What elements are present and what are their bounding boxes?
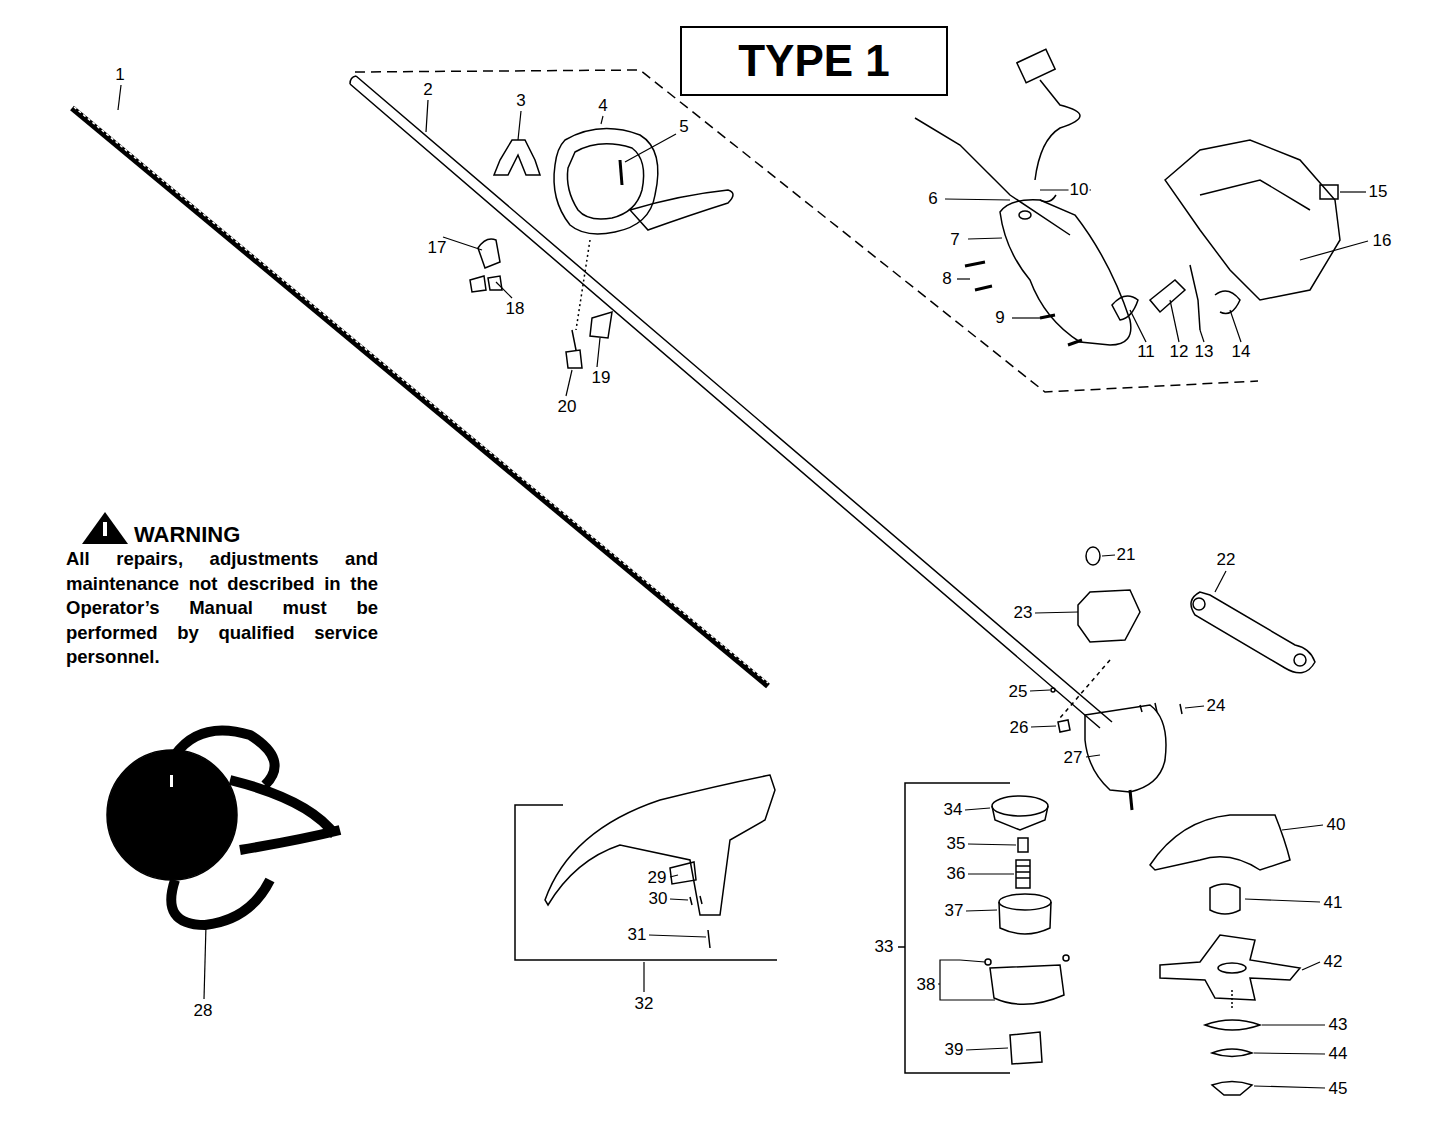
nut <box>566 330 582 368</box>
callout-number: 35 <box>946 835 967 853</box>
washer <box>1212 1049 1252 1057</box>
callout-number: 31 <box>627 926 648 944</box>
title-box: TYPE 1 <box>680 26 948 96</box>
gear-head <box>1085 705 1166 792</box>
drive-disc <box>1210 884 1240 914</box>
callout-number: 7 <box>949 231 960 249</box>
eyelet <box>1018 838 1028 852</box>
trigger-parts <box>1112 265 1240 330</box>
callout-number: 22 <box>1216 551 1237 569</box>
group-bracket <box>905 783 1010 1073</box>
nut <box>1212 1082 1252 1096</box>
callout-number: 8 <box>941 270 952 288</box>
callout-number: 19 <box>591 369 612 387</box>
callout-number: 11 <box>1136 343 1156 361</box>
callout-number: 4 <box>597 97 608 115</box>
warning-icon <box>82 512 128 544</box>
callout-number: 27 <box>1063 749 1084 767</box>
clip <box>494 140 540 175</box>
callout-number: 10 <box>1069 181 1090 199</box>
callout-number: 34 <box>943 801 964 819</box>
callout-number: 29 <box>647 869 668 887</box>
callout-number: 45 <box>1328 1080 1349 1098</box>
callout-number: 6 <box>927 190 938 208</box>
callout-number: 36 <box>946 865 967 883</box>
callout-number: 37 <box>944 902 965 920</box>
callout-number: 42 <box>1323 953 1344 971</box>
throttle-cable <box>915 118 1070 235</box>
ring <box>1086 547 1100 565</box>
callout-number: 25 <box>1008 683 1029 701</box>
handle-grip <box>630 190 733 230</box>
warning-heading: WARNING <box>134 523 240 547</box>
grass-shield <box>545 775 775 915</box>
callout-number: 28 <box>193 1002 214 1020</box>
callout-number: 30 <box>648 890 669 908</box>
callout-number: 39 <box>944 1041 965 1059</box>
callout-number: 14 <box>1231 343 1252 361</box>
callout-number: 20 <box>557 398 578 416</box>
callout-number: 38 <box>916 976 937 994</box>
adapter <box>1010 1032 1042 1064</box>
spool <box>999 894 1051 910</box>
warning-note: All repairs, adjustments and maintenance… <box>66 547 378 670</box>
clamp <box>470 239 502 292</box>
connector <box>1017 49 1055 82</box>
blade <box>1160 935 1300 1000</box>
head-housing <box>990 965 1064 1004</box>
harness-pad <box>107 750 237 880</box>
callout-number: 15 <box>1368 183 1389 201</box>
callout-number: 1 <box>114 66 125 84</box>
group-outline <box>355 70 1258 392</box>
callout-number: 13 <box>1194 343 1215 361</box>
clamp-housing <box>1078 590 1140 642</box>
handle-housing <box>1000 200 1131 345</box>
callout-number: 12 <box>1169 343 1190 361</box>
tube <box>350 76 1112 728</box>
title-text: TYPE 1 <box>738 36 890 86</box>
callout-number: 40 <box>1326 816 1347 834</box>
cover <box>992 796 1048 816</box>
handle <box>554 129 658 234</box>
callout-number: 44 <box>1328 1045 1349 1063</box>
callout-number: 24 <box>1206 697 1227 715</box>
callout-number: 2 <box>422 81 433 99</box>
group-bracket <box>515 805 777 960</box>
callout-number: 9 <box>994 309 1005 327</box>
callout-number: 41 <box>1323 894 1344 912</box>
right-housing <box>1165 140 1340 300</box>
callout-number: 32 <box>634 995 655 1013</box>
wrench <box>1191 592 1315 673</box>
callout-number: 3 <box>515 92 526 110</box>
washer <box>1205 1020 1260 1030</box>
bracket <box>590 312 612 338</box>
callout-number: 26 <box>1009 719 1030 737</box>
callout-number: 43 <box>1328 1016 1349 1034</box>
spring <box>1016 860 1030 888</box>
callout-number: 21 <box>1116 546 1137 564</box>
callout-number: 33 <box>874 938 895 956</box>
callout-number: 23 <box>1013 604 1034 622</box>
blade-guard <box>1150 815 1290 870</box>
callout-number: 5 <box>678 118 689 136</box>
callout-number: 16 <box>1372 232 1393 250</box>
callout-number: 18 <box>505 300 526 318</box>
screw <box>620 160 622 185</box>
callout-number: 17 <box>427 239 448 257</box>
switch <box>1320 185 1338 199</box>
